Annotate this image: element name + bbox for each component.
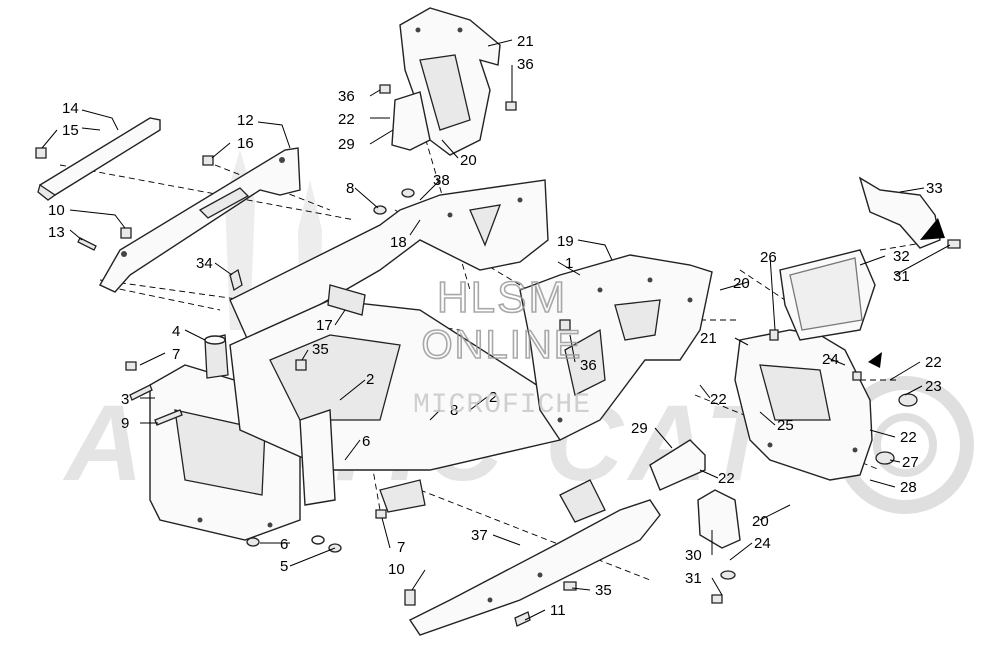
callout-6: 6 [362,433,370,450]
callout-22: 22 [338,111,355,128]
watermark-hub-icon [873,413,937,477]
callout-4: 4 [172,323,180,340]
callout-22: 22 [925,354,942,371]
callout-19: 19 [557,233,574,250]
callout-8: 8 [346,180,354,197]
callout-15: 15 [62,122,79,139]
callout-22: 22 [900,429,917,446]
callout-28: 28 [900,479,917,496]
callout-2: 2 [366,371,374,388]
callout-24: 24 [822,351,839,368]
callout-31: 31 [893,268,910,285]
callout-16: 16 [237,135,254,152]
callout-30: 30 [685,547,702,564]
callout-23: 23 [925,378,942,395]
watermark-hlsm: HLSM [437,273,567,322]
callout-36: 36 [580,357,597,374]
callout-3: 3 [121,391,129,408]
callout-7: 7 [172,346,180,363]
callout-7: 7 [397,539,405,556]
arrow-marker-icon [868,352,882,368]
callout-20: 20 [460,152,477,169]
upper-bracket-part-21 [391,7,501,156]
callout-9: 9 [121,415,129,432]
callout-6: 6 [280,536,288,553]
callout-10: 10 [48,202,65,219]
callout-38: 38 [433,172,450,189]
callout-12: 12 [237,112,254,129]
callout-14: 14 [62,100,79,117]
callout-31: 31 [685,570,702,587]
callout-20: 20 [733,275,750,292]
callout-11: 11 [550,602,566,619]
callout-labels: 14 15 12 16 10 13 34 4 7 3 9 35 2 8 17 1… [48,33,943,619]
bumper-bar-part-12 [99,147,301,293]
watermark-microfiche: MICROFICHE [413,390,591,421]
callout-35: 35 [595,582,612,599]
leader-lines [41,39,951,621]
callout-35: 35 [312,341,329,358]
arrow-marker-icon [920,218,945,240]
callout-18: 18 [390,234,407,251]
hlsm-watermark: HLSM ONLINE MICROFICHE [413,272,591,421]
guard-plate-part-30 [697,489,741,549]
callout-22: 22 [710,391,727,408]
callout-37: 37 [471,527,488,544]
main-frame-chassis [149,179,713,541]
callout-34: 34 [196,255,213,272]
callout-36: 36 [517,56,534,73]
callout-29: 29 [338,136,355,153]
callout-36: 36 [338,88,355,105]
hardware-bolts [35,84,961,627]
callout-20: 20 [752,513,769,530]
callout-27: 27 [902,454,919,471]
shroud-part-33 [858,176,941,249]
callout-21: 21 [700,330,717,347]
callout-13: 13 [48,224,65,241]
callout-32: 32 [893,248,910,265]
small-bracket-part-29 [649,439,706,491]
callout-24: 24 [754,535,771,552]
callout-26: 26 [760,249,777,266]
callout-8: 8 [450,402,458,419]
callout-1: 1 [565,255,573,272]
callout-21: 21 [517,33,534,50]
skid-plate-part-37 [408,479,661,636]
screen-part-32 [779,249,876,341]
callout-10: 10 [388,561,405,578]
callout-29: 29 [631,420,648,437]
callout-33: 33 [926,180,943,197]
watermark-online: ONLINE [422,323,583,367]
callout-25: 25 [777,417,794,434]
hardware-bushings [246,188,918,580]
callout-2: 2 [489,389,497,406]
callout-5: 5 [280,558,288,575]
rail-part-14 [37,117,161,201]
callout-22: 22 [718,470,735,487]
callout-17: 17 [316,317,333,334]
